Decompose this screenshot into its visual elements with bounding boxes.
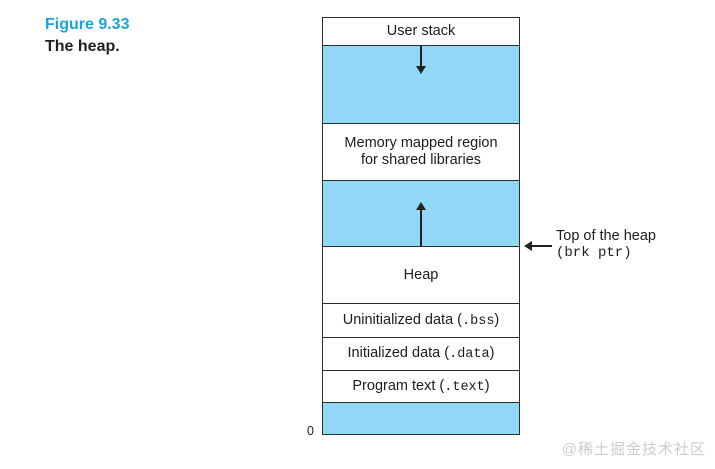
watermark: @稀土掘金技术社区	[561, 441, 706, 458]
arrow-shaft	[532, 245, 552, 247]
label-text: Program text (	[352, 377, 445, 394]
segment-bss-label: Uninitialized data (.bss)	[343, 312, 500, 330]
origin-address-label: 0	[307, 424, 314, 438]
segment-text-label: Program text (.text)	[352, 378, 489, 396]
segment-data-label: Initialized data (.data)	[348, 345, 495, 363]
arrow-head	[416, 202, 426, 210]
segment-heap-growth-region	[323, 181, 519, 247]
label-code: .bss	[462, 313, 495, 329]
arrow-shaft	[420, 46, 422, 66]
brk-pointer-annotation: Top of the heap (brk ptr)	[524, 228, 656, 262]
brk-pointer-text: Top of the heap (brk ptr)	[556, 228, 656, 262]
label-text: )	[494, 311, 500, 328]
label-code: .text	[444, 379, 485, 395]
segment-user-stack: User stack	[323, 18, 519, 46]
brk-ptr-label: (brk ptr)	[556, 245, 632, 261]
arrow-head	[524, 241, 532, 251]
memory-layout-diagram: User stack Memory mapped region for shar…	[322, 17, 520, 435]
stack-growth-arrow-down-icon	[416, 46, 426, 74]
arrow-shaft	[420, 210, 422, 246]
heap-growth-arrow-up-icon	[416, 202, 426, 246]
top-of-heap-label: Top of the heap	[556, 228, 656, 244]
brk-pointer-arrow-left-icon	[524, 241, 552, 251]
label-text: Initialized data (	[347, 345, 450, 361]
figure-number: Figure 9.33	[45, 16, 130, 33]
segment-data: Initialized data (.data)	[323, 338, 519, 371]
segment-heap-label: Heap	[403, 266, 439, 283]
segment-heap: Heap	[323, 247, 519, 304]
segment-user-stack-label: User stack	[386, 23, 456, 39]
segment-mmap-label-line1: Memory mapped region	[344, 135, 498, 151]
segment-bottom-reserved	[323, 403, 519, 434]
label-code: .data	[449, 347, 490, 362]
segment-bss: Uninitialized data (.bss)	[323, 304, 519, 338]
segment-mmap-label-line2: for shared libraries	[360, 152, 482, 168]
figure-title: The heap.	[45, 38, 120, 55]
label-text: )	[484, 377, 490, 394]
arrow-head	[416, 66, 426, 74]
figure-caption: Figure 9.33 The heap.	[45, 15, 129, 57]
segment-stack-growth-region	[323, 46, 519, 124]
label-text: Uninitialized data (	[342, 311, 463, 328]
segment-memory-mapped-region: Memory mapped region for shared librarie…	[323, 124, 519, 181]
segment-text: Program text (.text)	[323, 371, 519, 403]
label-text: )	[489, 345, 495, 361]
